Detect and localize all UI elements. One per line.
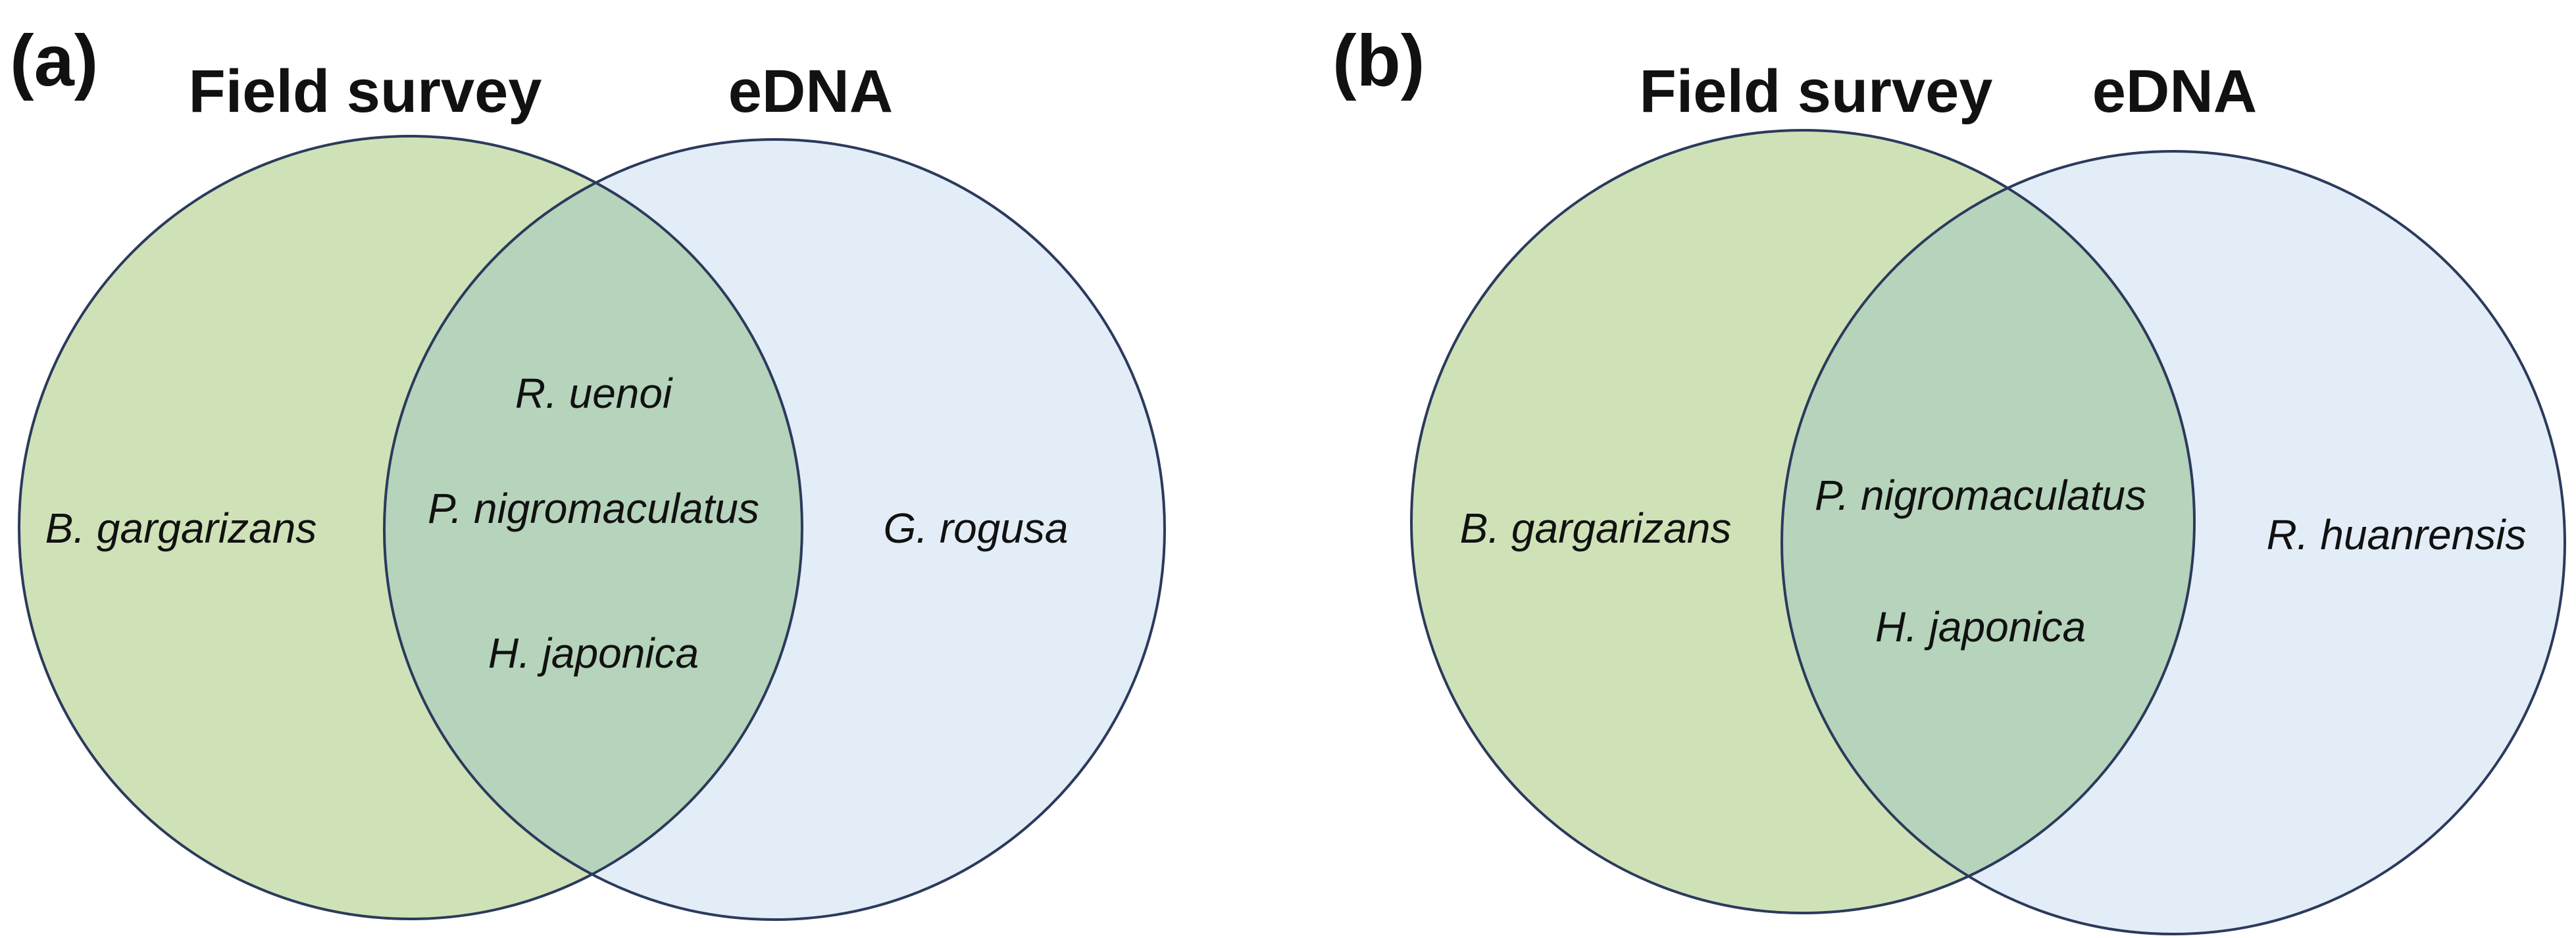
panel-a-edna-outline (383, 138, 1166, 921)
panel-b-field-only-species-1: B. gargarizans (1460, 505, 1732, 552)
panel-b-field-survey-title: Field survey (1640, 58, 1993, 125)
panel-a-edna-title: eDNA (728, 58, 893, 125)
panel-a-edna-only-species-1: G. rogusa (883, 505, 1068, 552)
panel-b-edna-outline (1780, 150, 2566, 935)
panel-b-edna-only-species-1: R. huanrensis (2267, 511, 2527, 558)
panel-a-field-survey-outline (18, 135, 803, 920)
panel-b-overlap-region (1782, 151, 2194, 913)
panel-b-label: (b) (1332, 20, 1425, 101)
panel-b-shared-species-2: H. japonica (1875, 603, 2086, 651)
panel-b-shared-species-1: P. nigromaculatus (1815, 472, 2146, 519)
panel-b-edna-title: eDNA (2092, 58, 2257, 125)
panel-a-field-survey-title: Field survey (189, 58, 542, 125)
panel-a-label: (a) (10, 20, 98, 101)
panel-a-overlap-region (384, 139, 802, 919)
panel-a-field-only-species-1: B. gargarizans (45, 505, 317, 552)
panel-a-shared-species-3: H. japonica (488, 629, 699, 677)
panel-b-field-survey-outline (1410, 129, 2196, 914)
panel-a-shared-species-2: P. nigromaculatus (428, 485, 759, 532)
panel-a-shared-species-1: R. uenoi (515, 370, 673, 417)
panel-a: (a) Field survey eDNA B. gargarizans R. … (10, 20, 1166, 921)
panel-b: (b) Field survey eDNA B. gargarizans P. … (1332, 20, 2566, 935)
